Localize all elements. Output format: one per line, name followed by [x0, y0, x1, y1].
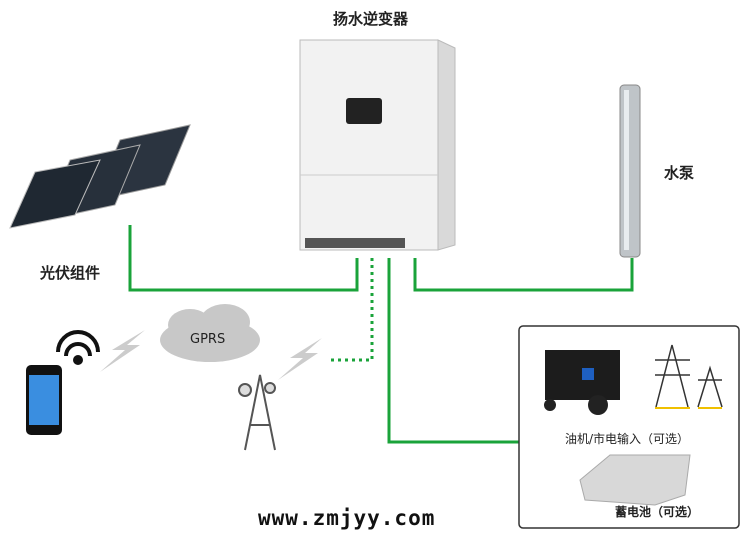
water-pump-icon [619, 84, 641, 258]
inverter-icon [299, 39, 456, 251]
solar-panel-icon [9, 124, 191, 229]
solar-label: 光伏组件 [40, 264, 101, 282]
generator-icon [544, 350, 620, 415]
website-url: www.zmjyy.com [258, 506, 436, 530]
cloud-icon [160, 304, 260, 362]
smartphone-icon [26, 365, 62, 435]
battery-label: 蓄电池（可选） [615, 505, 700, 519]
wifi-icon [56, 330, 100, 365]
generator-grid-label: 油机/市电输入（可选） [565, 432, 690, 446]
battery-bank-icon [579, 454, 691, 506]
inverter-label: 扬水逆变器 [333, 10, 409, 28]
gprs-label: GPRS [190, 332, 226, 347]
connection-lines [128, 225, 634, 444]
pump-label: 水泵 [664, 164, 695, 182]
signal-tower-icon [238, 374, 276, 451]
power-tower-icon [655, 344, 723, 409]
